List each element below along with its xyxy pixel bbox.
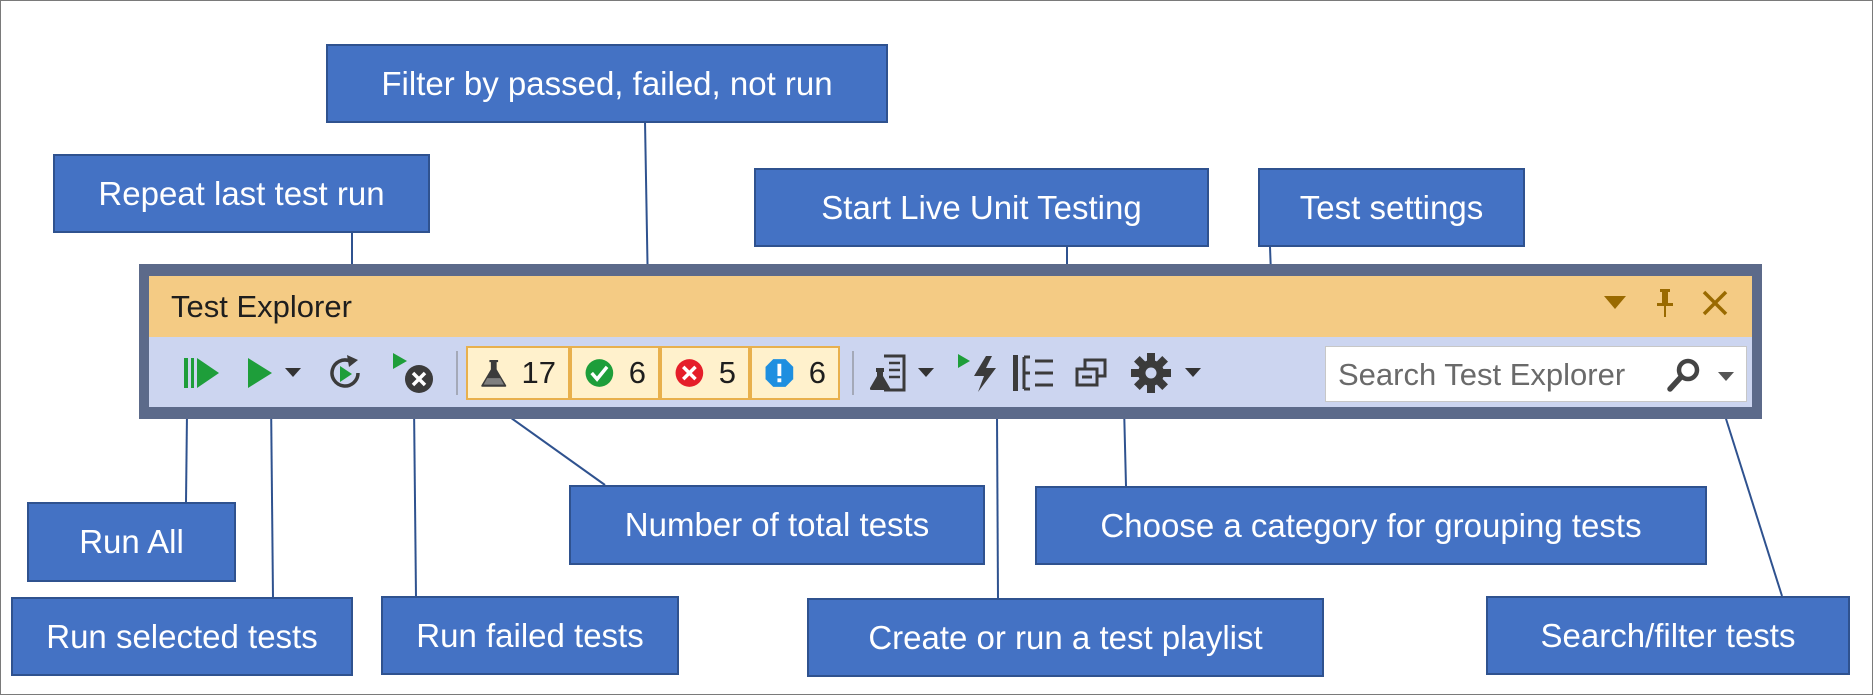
- run-dropdown-button[interactable]: [283, 351, 303, 395]
- lightning-icon: [958, 354, 996, 392]
- playlist-icon: [870, 354, 906, 392]
- callout-test-settings: Test settings: [1258, 168, 1525, 247]
- callout-repeat-last-run: Repeat last test run: [53, 154, 430, 233]
- run-all-button[interactable]: [179, 351, 223, 395]
- not-run-count: 6: [808, 355, 826, 390]
- callout-run-failed: Run failed tests: [381, 596, 679, 675]
- run-failed-icon: [393, 353, 433, 393]
- passed-tests-filter[interactable]: 6: [570, 346, 660, 400]
- passed-count: 6: [628, 355, 646, 390]
- search-input[interactable]: [1336, 355, 1660, 395]
- toolbar-separator: [852, 351, 854, 395]
- search-box[interactable]: [1325, 346, 1747, 402]
- group-by-button[interactable]: [1011, 351, 1055, 395]
- total-tests-counter[interactable]: 17: [466, 346, 570, 400]
- title-buttons: [1598, 286, 1732, 320]
- repeat-icon: [330, 355, 360, 388]
- passed-check-icon: [585, 359, 614, 387]
- chevron-down-icon: [1718, 372, 1734, 381]
- toolbar: 17 6 5 6: [149, 337, 1752, 407]
- run-icon: [248, 358, 272, 388]
- test-explorer-window: Test Explorer: [139, 264, 1762, 419]
- total-count: 17: [521, 355, 556, 390]
- toolbar-separator: [456, 351, 458, 395]
- close-icon[interactable]: [1698, 286, 1732, 320]
- run-failed-button[interactable]: [391, 351, 435, 395]
- failed-tests-filter[interactable]: 5: [660, 346, 750, 400]
- callout-run-selected: Run selected tests: [11, 597, 353, 676]
- callout-search: Search/filter tests: [1486, 596, 1850, 675]
- chevron-down-icon: [285, 368, 301, 377]
- callout-live-unit-testing: Start Live Unit Testing: [754, 168, 1209, 247]
- playlist-button[interactable]: [869, 351, 913, 395]
- playlist-dropdown-button[interactable]: [916, 351, 936, 395]
- failed-count: 5: [718, 355, 736, 390]
- not-run-warning-icon: [765, 359, 794, 387]
- collapse-icon: [1075, 358, 1107, 387]
- callout-filter: Filter by passed, failed, not run: [326, 44, 888, 123]
- run-all-icon: [184, 358, 219, 388]
- search-button[interactable]: [1666, 357, 1702, 398]
- gear-icon: [1131, 353, 1171, 393]
- not-run-tests-filter[interactable]: 6: [750, 346, 840, 400]
- window-menu-dropdown-icon[interactable]: [1598, 286, 1632, 320]
- window-title: Test Explorer: [171, 289, 352, 324]
- group-by-icon: [1013, 355, 1053, 391]
- repeat-last-run-button[interactable]: [325, 351, 365, 395]
- settings-dropdown-button[interactable]: [1183, 351, 1203, 395]
- search-icon: [1667, 358, 1700, 392]
- collapse-all-button[interactable]: [1071, 351, 1111, 395]
- chevron-down-icon: [1185, 368, 1201, 377]
- run-selected-button[interactable]: [241, 351, 277, 395]
- settings-button[interactable]: [1129, 351, 1173, 395]
- callout-run-all: Run All: [27, 502, 236, 582]
- flask-icon: [481, 359, 507, 387]
- live-unit-testing-button[interactable]: [956, 351, 1000, 395]
- pin-icon[interactable]: [1648, 286, 1682, 320]
- failed-x-icon: [675, 359, 704, 387]
- chevron-down-icon: [918, 368, 934, 377]
- title-bar: Test Explorer: [149, 276, 1752, 337]
- callout-grouping: Choose a category for grouping tests: [1035, 486, 1707, 565]
- search-options-dropdown[interactable]: [1718, 369, 1734, 387]
- callout-playlist: Create or run a test playlist: [807, 598, 1324, 677]
- callout-total-tests: Number of total tests: [569, 485, 985, 565]
